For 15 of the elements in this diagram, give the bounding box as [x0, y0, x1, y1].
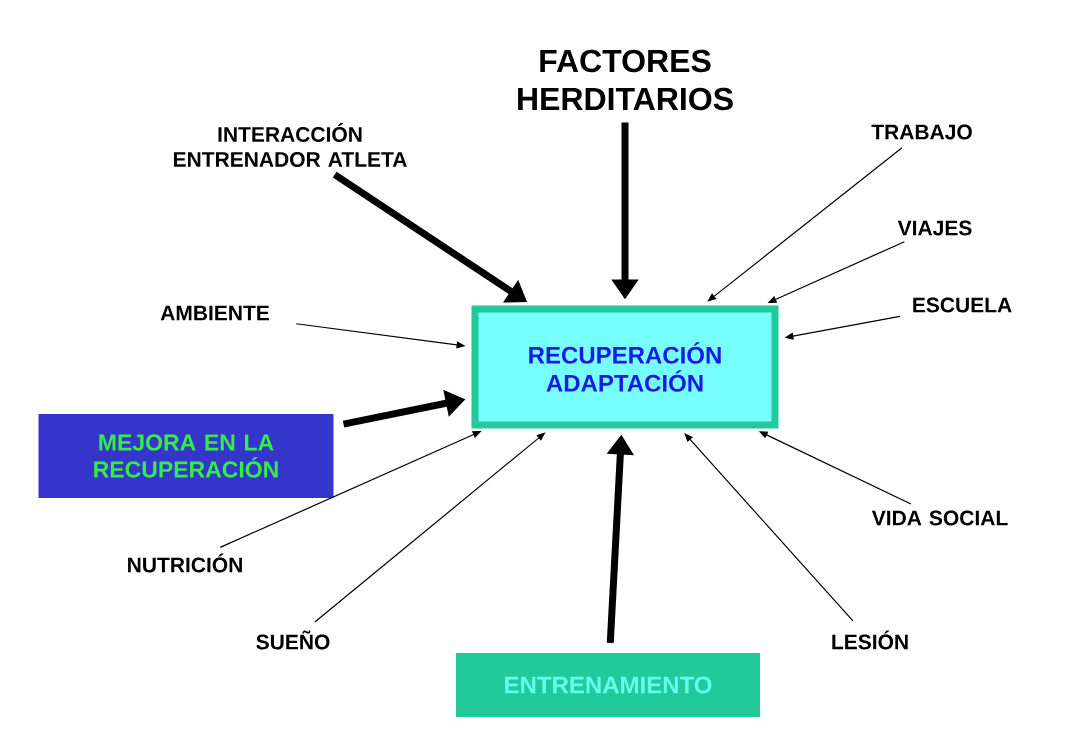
- central-box: RECUPERACIÓN ADAPTACIÓN: [471, 305, 779, 429]
- highlight-box: ENTRENAMIENTO: [456, 653, 760, 717]
- factor-label: SUEÑO: [256, 630, 330, 650]
- heading-label: FACTORES HERDITARIOS: [518, 49, 733, 111]
- highlight-box: MEJORA EN LA RECUPERACIÓN: [38, 414, 334, 498]
- factor-label: ESCUELA: [913, 297, 1012, 313]
- arrow: [707, 147, 903, 302]
- factor-label: INTERACCIÓN ENTRENADOR ATLETA: [174, 123, 407, 167]
- factor-label: VIDA SOCIAL: [871, 510, 1008, 526]
- factor-label: TRABAJO: [871, 124, 972, 140]
- factor-label: AMBIENTE: [160, 305, 269, 321]
- factor-label: VIAJES: [897, 220, 972, 236]
- factor-label: LESIÓN: [832, 630, 908, 650]
- factor-label: NUTRICIÓN: [128, 553, 242, 573]
- arrow: [684, 433, 854, 622]
